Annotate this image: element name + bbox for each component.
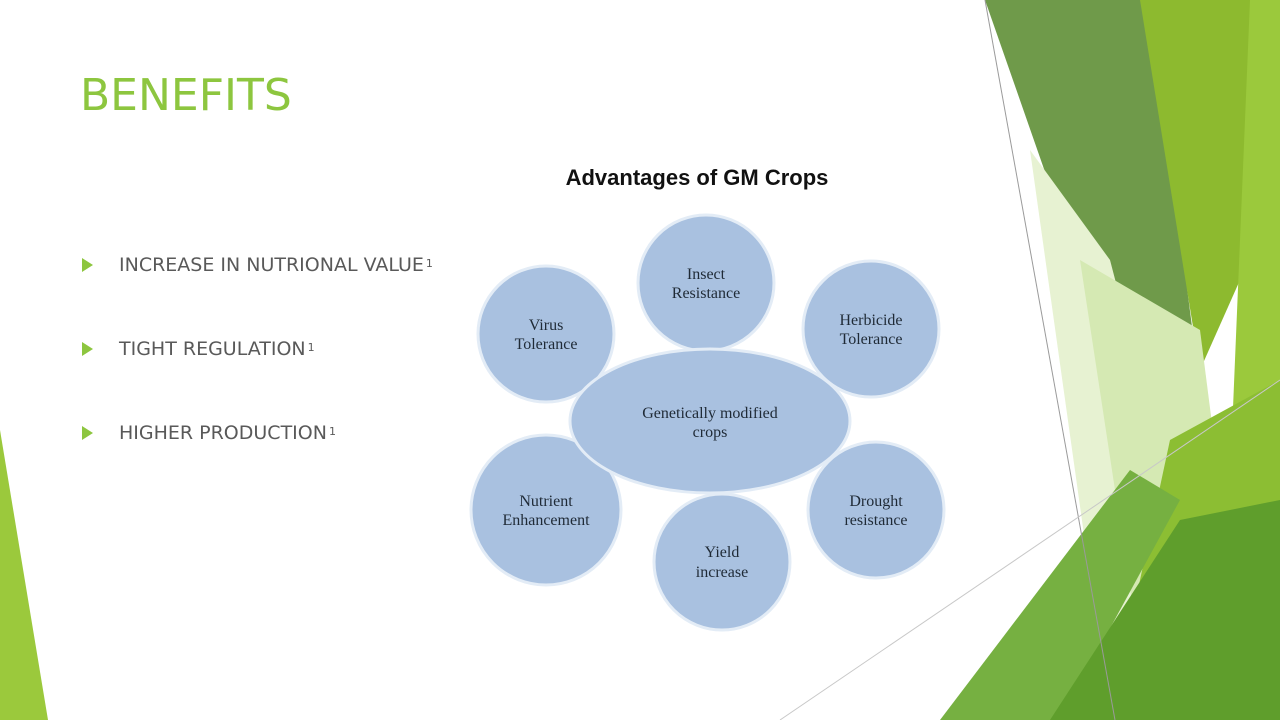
deco-line-2 — [779, 379, 1280, 720]
triangle-bullet-icon — [82, 342, 93, 356]
center-node-genetically-modified-crops: Genetically modified crops — [568, 347, 852, 495]
node-label-line: Insect — [687, 266, 726, 283]
triangle-bullet-icon — [82, 426, 93, 440]
node-label-line: Resistance — [672, 285, 740, 302]
center-label-line: crops — [693, 424, 728, 441]
node-drought-resistance: Drought resistance — [806, 440, 946, 580]
node-label-line: Tolerance — [840, 331, 903, 348]
node-label-line: Tolerance — [515, 336, 578, 353]
triangle-bullet-icon — [82, 258, 93, 272]
deco-shape-green-bottom — [940, 470, 1180, 720]
bullet-reference: 1 — [307, 340, 315, 354]
node-insect-resistance: Insect Resistance — [636, 213, 776, 353]
node-label-line: increase — [696, 564, 748, 581]
bullet-text: INCREASE IN NUTRIONAL VALUE — [119, 254, 424, 276]
node-virus-tolerance: Virus Tolerance — [476, 264, 616, 404]
node-label-line: Yield — [705, 544, 740, 561]
deco-shape-lime-top — [1140, 0, 1280, 370]
node-yield-increase: Yield increase — [652, 492, 792, 632]
center-label-line: Genetically modified — [642, 405, 778, 422]
gm-crops-diagram: Advantages of GM Crops Insect Resistance… — [469, 165, 946, 632]
bullet-text: HIGHER PRODUCTION — [119, 422, 327, 444]
node-label-line: Drought — [849, 493, 903, 510]
node-label-line: Nutrient — [519, 493, 573, 510]
node-herbicide-tolerance: Herbicide Tolerance — [801, 259, 941, 399]
node-label-line: resistance — [844, 512, 907, 529]
bullet-reference: 1 — [328, 424, 336, 438]
diagram-title: Advantages of GM Crops — [566, 165, 829, 190]
node-label-line: Herbicide — [839, 312, 902, 329]
deco-shape-left — [0, 430, 48, 720]
node-label-line: Enhancement — [502, 512, 590, 529]
page-title: BENEFITS — [80, 70, 292, 121]
deco-shape-deep-green — [1050, 500, 1280, 720]
bullet-text: TIGHT REGULATION — [119, 338, 306, 360]
node-label-line: Virus — [529, 317, 564, 334]
node-nutrient-enhancement: Nutrient Enhancement — [469, 433, 623, 587]
bullet-reference: 1 — [425, 256, 433, 270]
deco-line-1 — [984, 0, 1116, 720]
